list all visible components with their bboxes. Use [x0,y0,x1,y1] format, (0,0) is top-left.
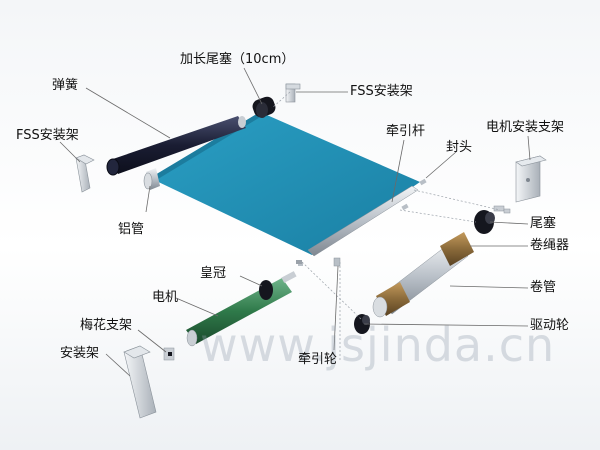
roll-tube-part [372,232,474,318]
motor-part [186,271,297,347]
label-pulley: 牵引轮 [298,352,338,367]
label-fss-bracket-left: FSS安装架 [16,128,79,143]
label-extended-end-plug: 加长尾塞（10cm） [180,52,295,67]
fss-bracket-left-part [75,154,95,193]
label-roll-tube: 卷管 [530,280,557,295]
label-motor-bracket: 电机安装支架 [486,120,565,135]
motor-bracket-part [515,155,547,203]
label-fss-bracket-top: FSS安装架 [350,84,413,99]
label-drive-wheel: 驱动轮 [530,318,570,333]
label-rope-winder: 卷绳器 [530,238,570,253]
pull-bar-part [298,178,427,266]
end-cap-small-part [493,205,505,212]
label-tail-plug: 尾塞 [530,216,557,231]
label-mount-bracket: 安装架 [60,346,100,361]
label-motor: 电机 [152,290,179,305]
aluminum-tube [143,168,160,190]
watermark: www.jsjinda.cn [200,318,556,372]
fss-bracket-top-part [285,83,301,103]
label-spring: 弹簧 [52,78,79,93]
mount-bracket-part [123,345,157,419]
label-crown: 皇冠 [200,266,227,281]
plum-bracket-part [163,347,175,361]
label-aluminum-tube: 铝管 [118,222,145,237]
label-end-cap: 封头 [446,140,473,155]
drive-wheel-part [354,314,370,334]
leader-lines [59,67,531,377]
alignment-lines [271,91,501,360]
extended-end-plug-part [252,96,276,118]
tail-plug-part [474,210,495,234]
spring-tube [106,116,246,176]
label-plum-bracket: 梅花支架 [80,318,133,333]
end-cap-small-part [503,208,511,214]
label-pull-bar: 牵引杆 [386,124,426,139]
